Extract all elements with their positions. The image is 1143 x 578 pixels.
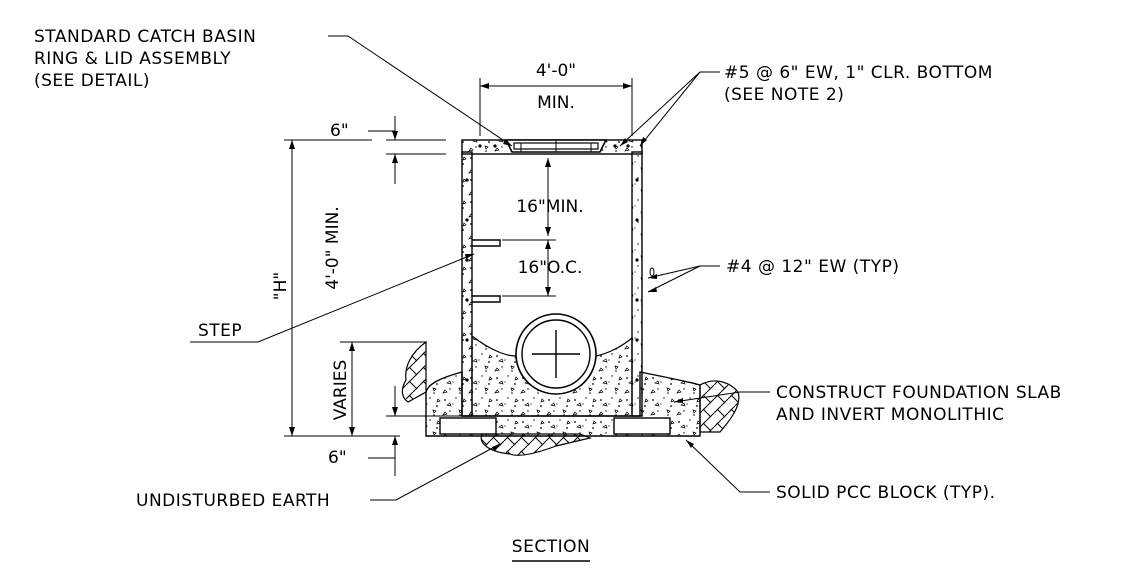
label-foundation-2: AND INVERT MONOLITHIC [776, 405, 1005, 425]
bottom-slab-dimension: 6" [328, 448, 347, 468]
earth-bottom [480, 433, 592, 456]
label-ring-lid-1: STANDARD CATCH BASIN [34, 27, 256, 47]
wall-rebar-dots [465, 144, 639, 382]
label-foundation-1: CONSTRUCT FOUNDATION SLAB [776, 383, 1062, 403]
pcc-block-right [613, 417, 671, 435]
label-rebar-wall: #4 @ 12" EW (TYP) [726, 257, 899, 277]
clear-height-dimension: 16"MIN. [516, 197, 583, 217]
top-slab-dimension: 6" [330, 121, 349, 141]
label-rebar-top-2: (SEE NOTE 2) [724, 85, 844, 105]
height-h-dimension: "H" [271, 272, 291, 300]
pcc-block-left [439, 417, 497, 435]
step-upper [472, 239, 501, 247]
section-title: SECTION [512, 537, 590, 557]
earth-right [699, 380, 740, 433]
earth-left [401, 340, 427, 403]
label-step: STEP [198, 321, 242, 341]
outlet-pipe [515, 313, 597, 395]
label-ring-lid-3: (SEE DETAIL) [34, 71, 150, 91]
step-lower [472, 295, 501, 303]
label-undisturbed-earth: UNDISTURBED EARTH [136, 491, 330, 511]
height-min-dimension: 4'-0" MIN. [323, 206, 343, 289]
width-dimension-min: MIN. [537, 93, 575, 113]
varies-dimension: VARIES [331, 360, 351, 421]
label-ring-lid-2: RING & LID ASSEMBLY [34, 49, 231, 69]
wall-left [461, 151, 473, 417]
label-pcc-block: SOLID PCC BLOCK (TYP). [776, 483, 996, 503]
step-spacing-dimension: 16"O.C. [518, 258, 583, 278]
wall-right [631, 151, 643, 417]
width-dimension: 4'-0" [536, 61, 576, 81]
label-rebar-top-1: #5 @ 6" EW, 1" CLR. BOTTOM [724, 63, 993, 83]
